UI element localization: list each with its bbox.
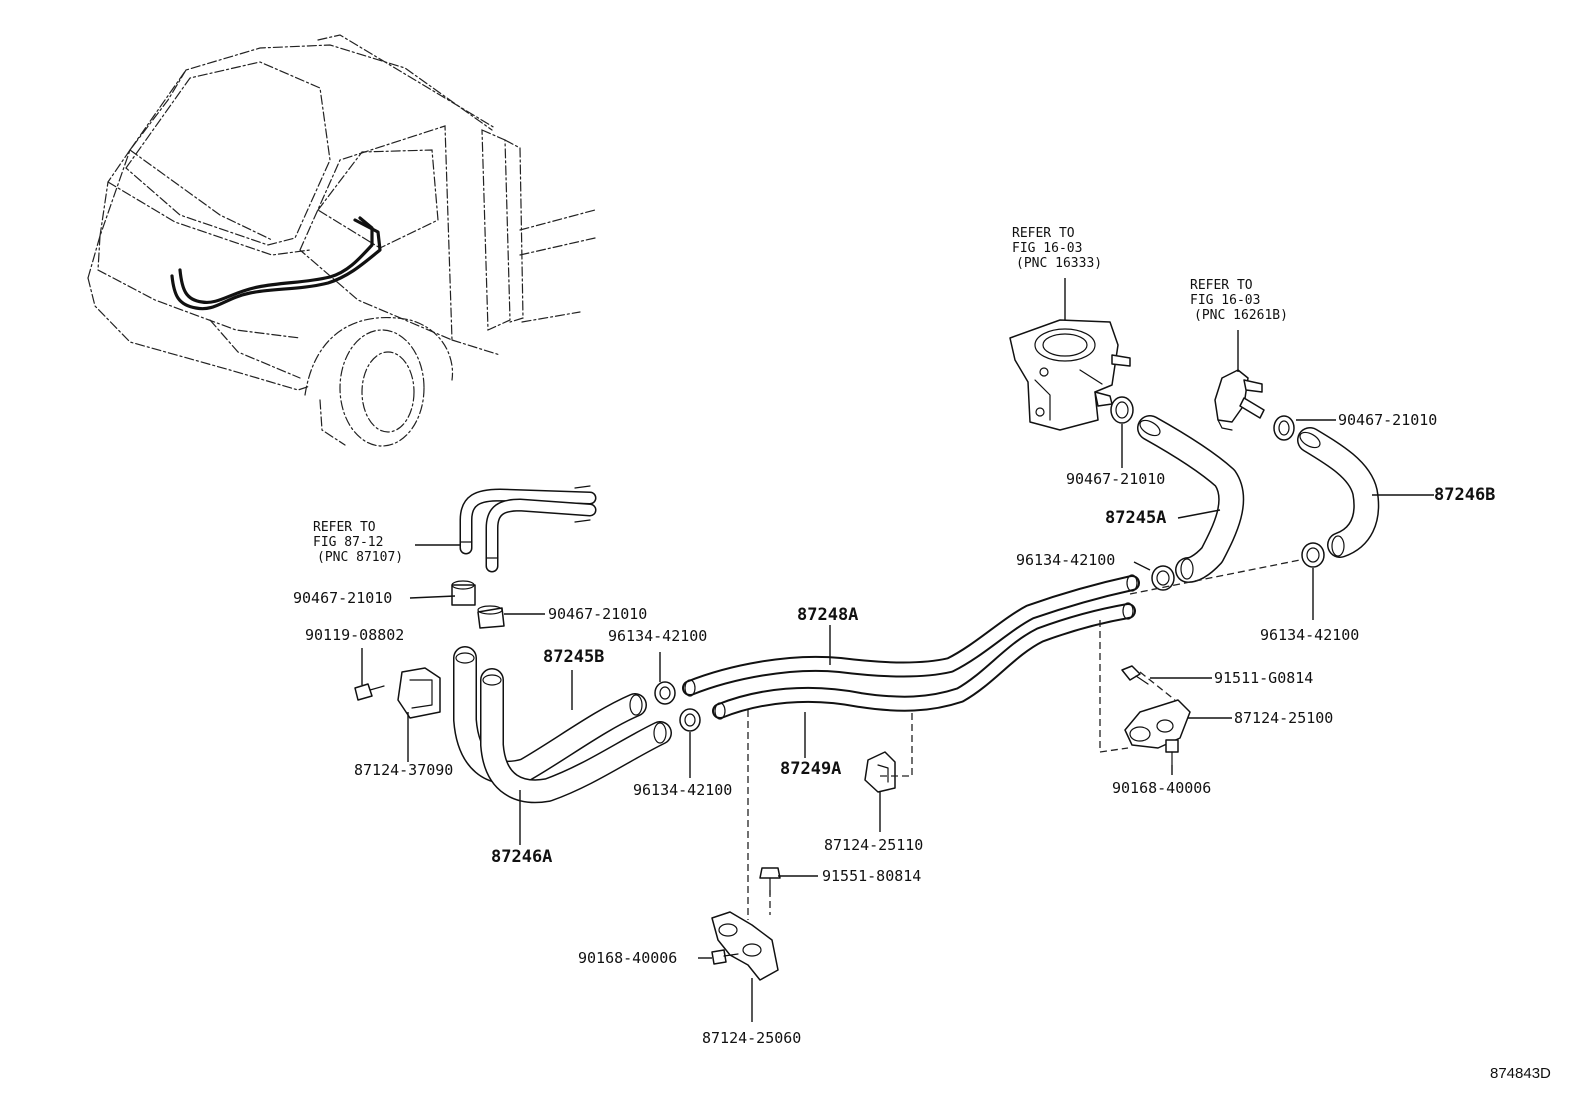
ref-line: FIG 16-03 (1190, 293, 1260, 308)
pipe-87249a (712, 602, 1136, 720)
diagram-code: 874843D (1490, 1065, 1551, 1082)
hose-87246b (1297, 427, 1380, 558)
ref-line: FIG 87-12 (313, 535, 383, 550)
hose-87245b (453, 646, 647, 785)
part-label: 87124-25110 (824, 836, 923, 854)
bolt-90119-08802 (354, 683, 385, 701)
part-label: 90467-21010 (293, 589, 392, 607)
ref-line: (PNC 16261B) (1194, 308, 1288, 323)
ref-line: REFER TO (313, 520, 376, 535)
part-label: 96134-42100 (608, 627, 707, 645)
ref-line: REFER TO (1012, 226, 1075, 241)
ref-line: (PNC 87107) (317, 550, 403, 565)
part-label: 96134-42100 (1260, 626, 1359, 644)
hose-87246a (480, 668, 672, 804)
part-label: 91551-80814 (822, 867, 921, 885)
part-label: 87124-25060 (702, 1029, 801, 1047)
part-label: 87248A (797, 605, 858, 625)
bolt-90168-40006-right (1165, 739, 1179, 766)
leader-lines (361, 278, 1434, 1022)
heater-core-pipes (459, 485, 597, 573)
vehicle-illustration (87, 34, 596, 447)
bracket-87124-37090 (397, 667, 441, 719)
assembly-lines (747, 559, 1301, 920)
clip-87124-25110 (864, 751, 896, 793)
ref-line: (PNC 16333) (1016, 256, 1102, 271)
pipe-87248a (682, 574, 1140, 697)
part-label: 91511-G0814 (1214, 669, 1313, 687)
part-label: 87246B (1434, 485, 1495, 505)
bracket-87124-25100 (1124, 699, 1191, 749)
part-label: 90467-21010 (1066, 470, 1165, 488)
ref-note-16261b: REFER TO FIG 16-03 (PNC 16261B) (1190, 278, 1288, 323)
part-label: 87245A (1105, 508, 1166, 528)
ref-note-16333: REFER TO FIG 16-03 (PNC 16333) (1012, 226, 1102, 271)
part-label: 87245B (543, 647, 604, 667)
part-label: 87246A (491, 847, 552, 867)
bolt-91511-g0814 (1121, 665, 1149, 685)
ref-note-87107: REFER TO FIG 87-12 (PNC 87107) (313, 520, 403, 565)
part-label: 90467-21010 (1338, 411, 1437, 429)
part-label: 90467-21010 (548, 605, 647, 623)
bracket-87124-25060 (711, 911, 779, 981)
ref-line: REFER TO (1190, 278, 1253, 293)
part-label: 90168-40006 (578, 949, 677, 967)
part-label: 90168-40006 (1112, 779, 1211, 797)
part-label: 87124-37090 (354, 761, 453, 779)
part-label: 96134-42100 (1016, 551, 1115, 569)
ref-line: FIG 16-03 (1012, 241, 1082, 256)
part-labels: 90467-21010 90467-21010 87245A 87246B 96… (293, 411, 1551, 1082)
part-label: 87124-25100 (1234, 709, 1333, 727)
water-valve-part (1214, 369, 1265, 431)
clamp-parts (451, 396, 1325, 732)
bolt-90168-40006-bottom (711, 949, 739, 965)
water-outlet-part (1009, 319, 1131, 431)
part-label: 96134-42100 (633, 781, 732, 799)
part-label: 90119-08802 (305, 626, 404, 644)
hose-87245a (1137, 415, 1245, 583)
part-label: 87249A (780, 759, 841, 779)
